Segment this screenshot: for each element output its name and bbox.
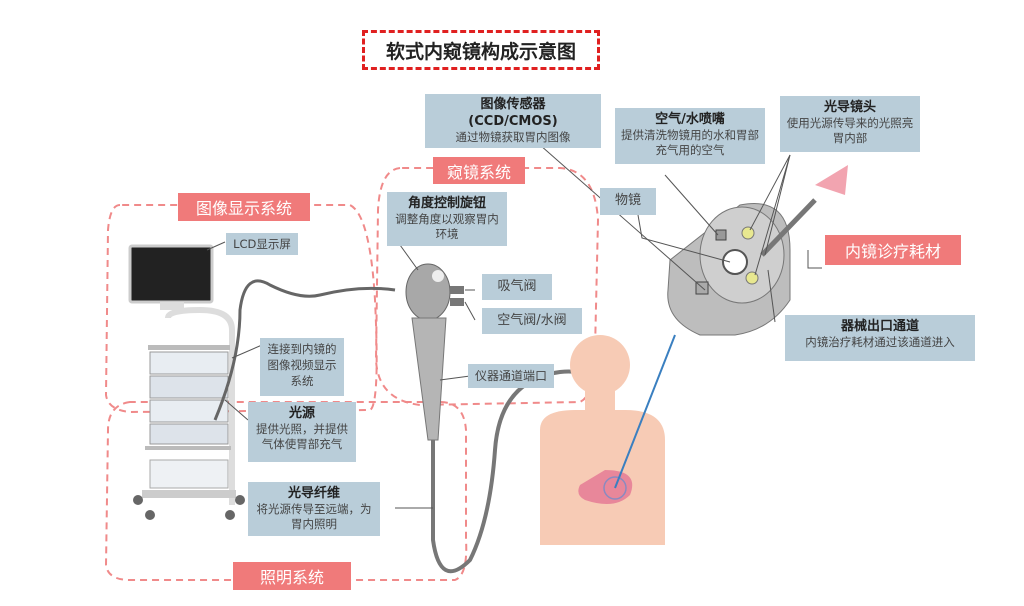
light-source-label: 光源 提供光照，并提供气体使胃部充气 [248,402,356,462]
instrument-port-label: 仪器通道端口 [468,364,554,388]
angle-knob-label: 角度控制旋钮 调整角度以观察胃内环境 [387,192,507,246]
image-sensor-desc: 通过物镜获取胃内图像 [455,130,571,144]
angle-knob-desc: 调整角度以观察胃内环境 [395,212,499,241]
light-fiber-label: 光导纤维 将光源传导至远端，为胃内照明 [248,482,380,536]
light-fiber-desc: 将光源传导至远端，为胃内照明 [256,502,372,531]
display-system-tag: 图像显示系统 [178,193,310,221]
scope-system-tag: 窥镜系统 [433,157,525,184]
light-fiber-heading: 光导纤维 [287,486,340,501]
light-source-desc: 提供光照，并提供气体使胃部充气 [256,422,348,451]
air-water-nozzle-label: 空气/水喷嘴 提供清洗物镜用的水和胃部充气用的空气 [615,108,765,164]
zoom-pointer-line [614,334,676,489]
leader-lines [206,144,822,509]
image-sensor-heading: 图像传感器 [480,97,546,112]
image-sensor-sub: (CCD/CMOS) [468,114,558,129]
lighting-system-region [104,401,468,581]
consumables-tag: 内镜诊疗耗材 [825,235,961,265]
angle-knob-heading: 角度控制旋钮 [407,196,486,211]
video-connect-label: 连接到内镜的图像视频显示系统 [260,338,344,396]
objective-lens-label: 物镜 [600,188,656,215]
image-sensor-label: 图像传感器 (CCD/CMOS) 通过物镜获取胃内图像 [425,94,601,148]
instrument-channel-label: 器械出口通道 内镜治疗耗材通过该通道进入 [785,315,975,361]
light-source-heading: 光源 [288,406,315,421]
air-water-nozzle-heading: 空气/水喷嘴 [655,112,725,127]
lighting-system-tag: 照明系统 [233,562,351,590]
human-body [540,335,665,545]
lcd-monitor [128,244,214,310]
light-guide-lens-label: 光导镜头 使用光源传导来的光照亮胃内部 [780,96,920,152]
endoscopy-cart [133,306,245,520]
diagram-title: 软式内窥镜构成示意图 [362,30,600,70]
air-water-nozzle-desc: 提供清洗物镜用的水和胃部充气用的空气 [621,128,759,157]
lcd-label: LCD显示屏 [226,233,298,255]
instrument-channel-heading: 器械出口通道 [840,319,919,334]
light-guide-lens-desc: 使用光源传导来的光照亮胃内部 [786,116,914,145]
air-water-valve-label: 空气阀/水阀 [482,308,582,334]
display-system-region [104,204,378,414]
distal-tip [667,165,848,336]
endoscope-handle [405,263,464,441]
universal-cord [213,279,396,421]
suction-valve-label: 吸气阀 [482,274,552,300]
light-guide-lens-heading: 光导镜头 [823,100,876,115]
instrument-channel-desc: 内镜治疗耗材通过该通道进入 [805,335,955,349]
